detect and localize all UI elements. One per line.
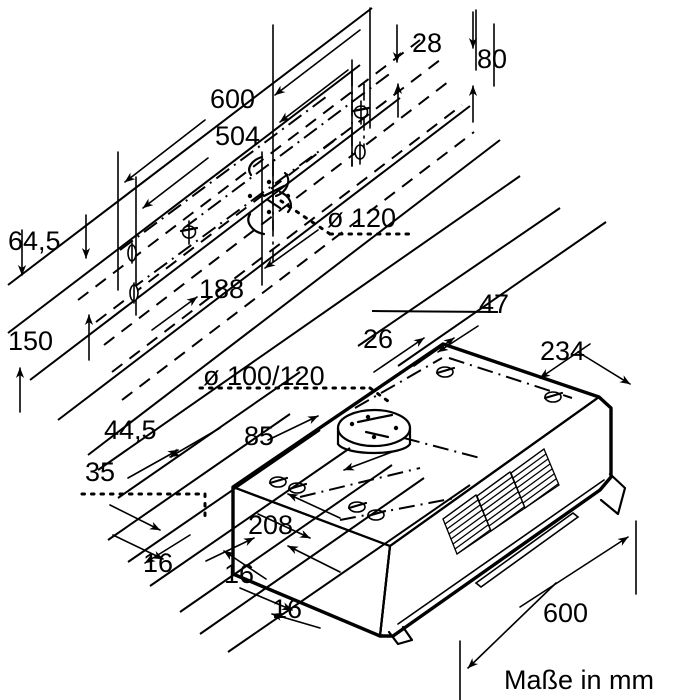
dim-label-600-top: 600 xyxy=(210,84,255,114)
dim-label-150: 150 xyxy=(8,326,53,356)
leader-600-right xyxy=(274,29,361,96)
leader-47-right xyxy=(413,337,455,367)
leader-600-hood-left xyxy=(467,582,557,669)
leader-234-left xyxy=(539,343,591,379)
dim-label-35: 35 xyxy=(85,457,115,487)
leader-16b-2 xyxy=(205,537,255,562)
leader-47-left xyxy=(437,325,479,353)
hood-bottom-edge xyxy=(392,489,601,637)
leader-16c-1 xyxy=(239,587,293,611)
dim-label-188: 188 xyxy=(199,274,244,304)
leader-504-right xyxy=(279,69,349,123)
fixing-hole-4 xyxy=(351,100,371,125)
dim-label-208: 208 xyxy=(248,510,293,540)
dim-label-234: 234 xyxy=(540,336,585,366)
dim-label-80: 80 xyxy=(477,44,507,74)
hood-bottom-edge-inner xyxy=(397,479,605,625)
template-guide-rails xyxy=(7,7,501,456)
wall-template-labels: 600 504 188 64,5 150 28 80 ø 120 xyxy=(8,28,507,356)
leader-85-right xyxy=(267,415,319,441)
leader-85-back xyxy=(343,451,393,471)
leader-44-5-right xyxy=(127,449,179,479)
dim-label-64-5: 64,5 xyxy=(8,226,61,256)
leader-208-2 xyxy=(257,513,311,539)
hood-fixing-1 xyxy=(435,366,456,378)
dim-label-dia-120: ø 120 xyxy=(327,203,396,233)
fixing-hole-5 xyxy=(354,141,366,165)
leader-16c-2 xyxy=(271,612,321,629)
hood-dimension-arrows xyxy=(80,325,631,629)
hood-front-fold-left xyxy=(378,544,392,638)
template-fixing-holes xyxy=(127,100,371,304)
leader-208-1 xyxy=(287,493,341,519)
dim-label-16-front: 16 xyxy=(272,594,302,624)
dim-label-600-hood: 600 xyxy=(543,598,588,628)
grille-panel-1 xyxy=(442,494,491,555)
hood-air-outlet xyxy=(336,408,412,455)
dim-label-16-left: 16 xyxy=(143,548,173,578)
fixing-hole-3 xyxy=(179,220,199,245)
leader-208-3 xyxy=(287,545,341,573)
leader-26 xyxy=(373,337,425,373)
leader-188-right xyxy=(264,229,319,269)
template-centre-lines xyxy=(119,69,393,291)
leader-504-left xyxy=(142,157,209,209)
hood-fixing-3 xyxy=(268,476,289,488)
dim-label-16-middle: 16 xyxy=(224,559,254,589)
leader-35-arrow xyxy=(109,504,161,531)
dim-label-28: 28 xyxy=(412,28,442,58)
units-footnote: Maße in mm xyxy=(504,665,654,695)
hood-fixing-2 xyxy=(543,391,564,403)
wall-template-group xyxy=(7,7,501,456)
leader-16b-1 xyxy=(223,550,267,580)
hood-front-fold-right xyxy=(597,395,613,410)
leader-dia120-hook xyxy=(279,199,332,236)
dim-label-dia-100-120: ø 100/120 xyxy=(203,361,325,391)
leader-44-5-left xyxy=(169,427,221,458)
leader-600-hood-right xyxy=(519,536,629,608)
hood-fixing-points xyxy=(268,366,564,521)
dim-label-85: 85 xyxy=(244,421,274,451)
hood-grille xyxy=(442,447,560,555)
fixing-hole-1 xyxy=(127,242,137,264)
dim-label-47: 47 xyxy=(479,289,509,319)
hood-right-foot xyxy=(599,472,627,516)
hood-width-dimension xyxy=(459,520,637,700)
dim-label-44-5: 44,5 xyxy=(104,415,157,445)
leader-234-right xyxy=(577,351,631,385)
leader-188-left xyxy=(151,296,198,331)
leader-16a-2 xyxy=(144,534,191,564)
dim-label-26: 26 xyxy=(363,324,393,354)
dim-label-504: 504 xyxy=(215,121,260,151)
leader-600-left xyxy=(124,119,206,183)
template-outlet-hole xyxy=(247,155,292,236)
hood-fixing-5 xyxy=(347,501,368,513)
fixing-hole-2 xyxy=(129,282,139,304)
leader-dia100120-hook xyxy=(368,386,394,406)
hood-left-foot xyxy=(387,625,414,646)
hood-handle-slot xyxy=(474,511,580,589)
hood-centre-lines xyxy=(299,357,573,521)
cooker-hood-group xyxy=(80,175,637,700)
hood-labels: ø 100/120 26 47 234 85 44,5 35 208 16 16… xyxy=(85,289,588,628)
